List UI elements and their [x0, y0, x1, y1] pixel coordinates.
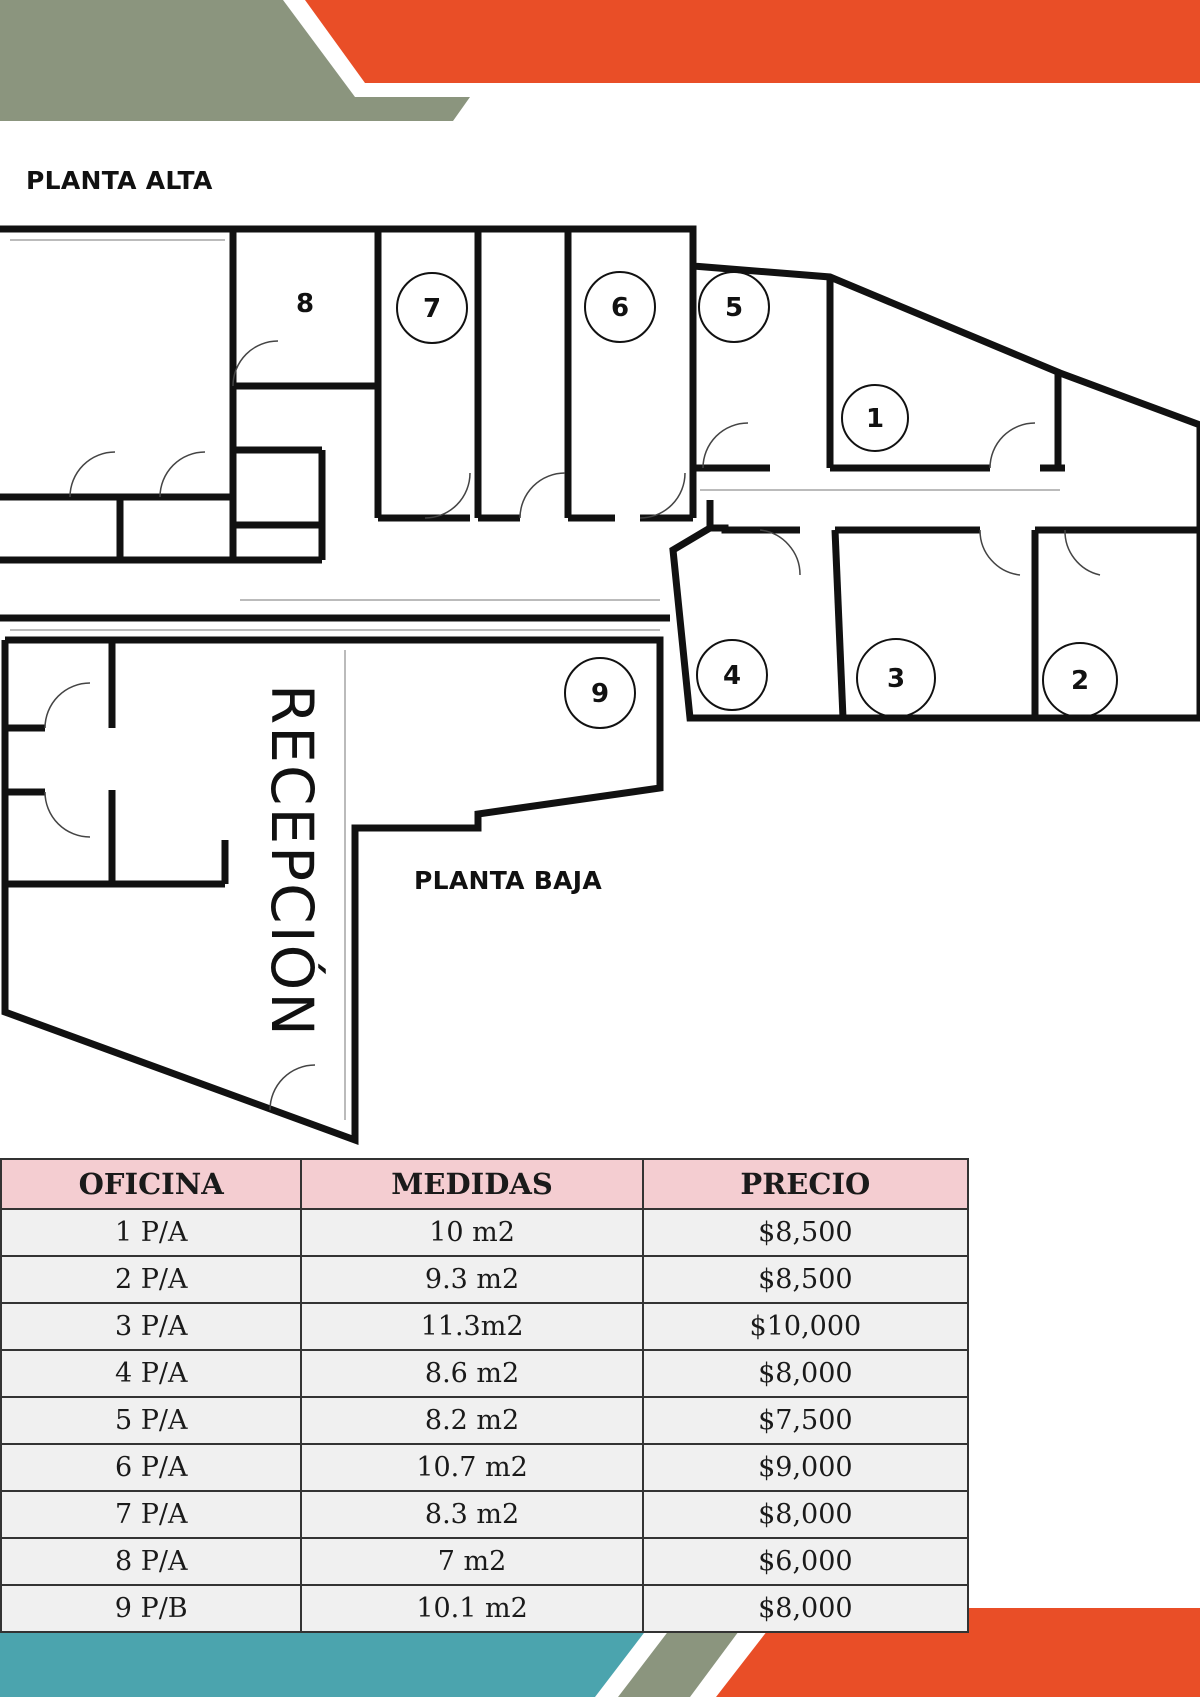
- reception-label: RECEPCIÓN: [258, 684, 326, 1038]
- price-cell: $9,000: [641, 1443, 970, 1492]
- size-cell: 8.3 m2: [300, 1490, 644, 1539]
- office-cell: 8 P/A: [0, 1537, 303, 1586]
- lower-floor-title: PLANTA BAJA: [414, 866, 603, 895]
- office-cell: 7 P/A: [0, 1490, 303, 1539]
- office-cell: 9 P/B: [0, 1584, 303, 1633]
- svg-text:4: 4: [723, 661, 741, 691]
- price-cell: $6,000: [641, 1537, 970, 1586]
- size-cell: 9.3 m2: [300, 1255, 644, 1304]
- size-cell: 8.6 m2: [300, 1349, 644, 1398]
- room-marker-3: 3: [856, 638, 936, 718]
- price-cell: $10,000: [641, 1302, 970, 1351]
- room-marker-2: 2: [1042, 642, 1118, 718]
- room-marker-8: 8: [296, 289, 314, 319]
- column-header-oficina: OFICINA: [0, 1158, 303, 1210]
- price-cell: $7,500: [641, 1396, 970, 1445]
- column-header-precio: PRECIO: [641, 1158, 970, 1210]
- door-swings: [44, 340, 1101, 1111]
- size-cell: 10.1 m2: [300, 1584, 644, 1633]
- room-marker-4: 4: [696, 639, 768, 711]
- size-cell: 11.3m2: [300, 1302, 644, 1351]
- svg-text:5: 5: [725, 293, 743, 323]
- room-marker-7: 7: [396, 272, 468, 344]
- office-cell: 5 P/A: [0, 1396, 303, 1445]
- size-cell: 7 m2: [300, 1537, 644, 1586]
- size-cell: 10 m2: [300, 1208, 644, 1257]
- price-cell: $8,000: [641, 1349, 970, 1398]
- table-header-row: OFICINA MEDIDAS PRECIO: [0, 1158, 970, 1210]
- price-cell: $8,500: [641, 1208, 970, 1257]
- svg-text:3: 3: [887, 664, 905, 694]
- svg-text:7: 7: [423, 294, 441, 324]
- room-marker-1: 1: [841, 384, 909, 452]
- header-orange-band: [305, 0, 1200, 83]
- size-cell: 10.7 m2: [300, 1443, 644, 1492]
- header-sage-band: [0, 0, 355, 97]
- office-cell: 6 P/A: [0, 1443, 303, 1492]
- column-header-medidas: MEDIDAS: [300, 1158, 644, 1210]
- room-marker-6: 6: [584, 271, 656, 343]
- upper-floor-title: PLANTA ALTA: [26, 166, 213, 195]
- office-cell: 3 P/A: [0, 1302, 303, 1351]
- size-cell: 8.2 m2: [300, 1396, 644, 1445]
- price-cell: $8,000: [641, 1490, 970, 1539]
- dimension-lines: [10, 239, 1060, 1120]
- upper-floor-walls: [0, 225, 1200, 722]
- svg-text:9: 9: [591, 679, 609, 709]
- office-cell: 2 P/A: [0, 1255, 303, 1304]
- floor-plan: 8 7 6 5 1 4 3 2 9: [0, 225, 1200, 1146]
- price-cell: $8,500: [641, 1255, 970, 1304]
- header-banner: [0, 0, 1200, 121]
- header-sage-strip: [0, 97, 470, 121]
- svg-text:1: 1: [866, 404, 884, 434]
- room-marker-9: 9: [564, 657, 636, 729]
- price-cell: $8,000: [641, 1584, 970, 1633]
- svg-text:2: 2: [1071, 666, 1089, 696]
- svg-text:6: 6: [611, 293, 629, 323]
- office-cell: 1 P/A: [0, 1208, 303, 1257]
- lower-floor-walls: [1, 636, 664, 1146]
- office-cell: 4 P/A: [0, 1349, 303, 1398]
- room-marker-5: 5: [698, 271, 770, 343]
